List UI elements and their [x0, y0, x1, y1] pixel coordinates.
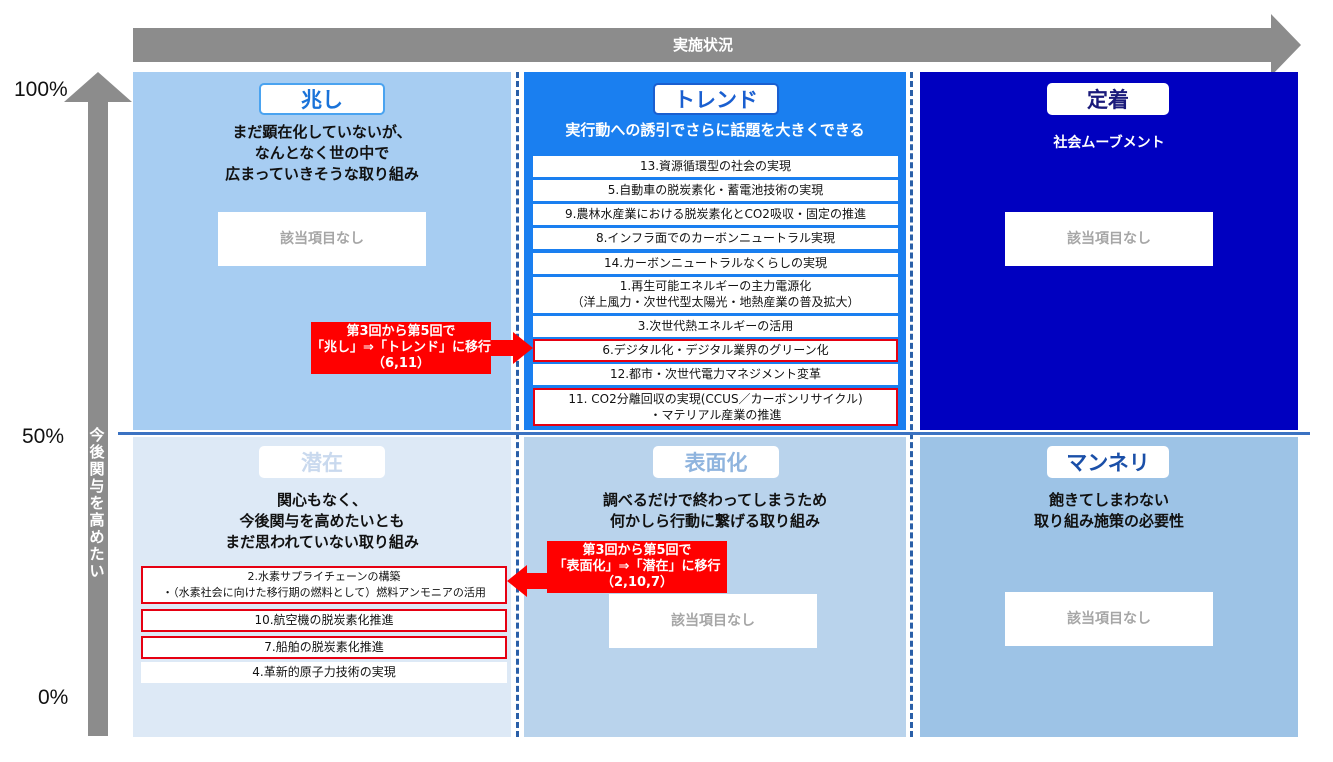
- desc-line: なんとなく世の中で: [254, 144, 390, 162]
- callout-line: 第3回から第5回で: [582, 543, 692, 558]
- right-arrow-icon: [491, 332, 533, 364]
- item-line: 11. CO2分離回収の実現(CCUS／カーボンリサイクル): [568, 392, 863, 406]
- list-item: 3.次世代熱エネルギーの活用: [533, 316, 898, 337]
- item-line: 1.再生可能エネルギーの主力電源化: [619, 279, 812, 293]
- engagement-axis-arrow: 今後関与を高めたい: [64, 72, 132, 736]
- list-item: 4.革新的原子力技術の実現: [141, 662, 507, 683]
- list-item: 14.カーボンニュートラルなくらしの実現: [533, 253, 898, 274]
- desc-line: 調べるだけで終わってしまうため: [602, 491, 828, 509]
- item-line: ・マテリアル産業の推進: [649, 408, 782, 422]
- desc-line: 取り組み施策の必要性: [1033, 512, 1184, 530]
- desc-line: まだ顕在化していないが、: [232, 123, 412, 141]
- callout-line: 「兆し」⇒「トレンド」に移行: [311, 340, 491, 355]
- quadrant-title-surfacing: 表面化: [653, 446, 779, 478]
- migration-callout-to-trend: 第3回から第5回で 「兆し」⇒「トレンド」に移行 （6,11）: [311, 322, 491, 374]
- list-item: 12.都市・次世代電力マネジメント変革: [533, 364, 898, 385]
- callout-line: 「表面化」⇒「潜在」に移行: [553, 559, 721, 574]
- axis-label-0: 0%: [38, 686, 69, 709]
- migration-callout-to-latent: 第3回から第5回で 「表面化」⇒「潜在」に移行 （2,10,7）: [547, 541, 727, 593]
- no-items-box: 該当項目なし: [1005, 592, 1213, 646]
- list-item: 13.資源循環型の社会の実現: [533, 156, 898, 177]
- divider-line: [910, 72, 913, 737]
- callout-line: （2,10,7）: [600, 575, 674, 590]
- list-item-highlighted: 11. CO2分離回収の実現(CCUS／カーボンリサイクル) ・マテリアル産業の…: [533, 388, 898, 426]
- quadrant-title-trend: トレンド: [653, 83, 779, 115]
- list-item-highlighted: 7.船舶の脱炭素化推進: [141, 636, 507, 659]
- quadrant-desc-signs: まだ顕在化していないが、 なんとなく世の中で 広まっていきそうな取り組み: [133, 122, 511, 185]
- quadrant-desc-trend: 実行動への誘引でさらに話題を大きくできる: [565, 121, 865, 139]
- list-item: 1.再生可能エネルギーの主力電源化 （洋上風力・次世代型太陽光・地熱産業の普及拡…: [533, 277, 898, 313]
- desc-line: 何かしら行動に繋げる取り組み: [609, 512, 820, 530]
- desc-line: 飽きてしまわない: [1048, 491, 1169, 509]
- item-line: ・（水素社会に向けた移行期の燃料として）燃料アンモニアの活用: [162, 586, 486, 599]
- quadrant-title-latent: 潜在: [259, 446, 385, 478]
- divider-line: [516, 72, 519, 737]
- axis-label-50: 50%: [22, 425, 65, 448]
- quadrant-desc-latent: 関心もなく、 今後関与を高めたいとも まだ思われていない取り組み: [133, 490, 511, 553]
- list-item-highlighted: 10.航空機の脱炭素化推進: [141, 609, 507, 632]
- quadrant-desc-mannerism: 飽きてしまわない 取り組み施策の必要性: [920, 490, 1298, 532]
- no-items-box: 該当項目なし: [1005, 212, 1213, 266]
- no-items-box: 該当項目なし: [609, 594, 817, 648]
- implementation-status-label: 実施状況: [672, 36, 733, 54]
- item-line: （洋上風力・次世代型太陽光・地熱産業の普及拡大）: [571, 295, 860, 309]
- callout-line: 第3回から第5回で: [346, 324, 456, 339]
- callout-line: （6,11）: [371, 356, 431, 371]
- axis-label-100: 100%: [14, 78, 68, 101]
- desc-line: まだ思われていない取り組み: [225, 533, 419, 551]
- list-item: 9.農林水産業における脱炭素化とCO2吸収・固定の推進: [533, 204, 898, 225]
- desc-line: 広まっていきそうな取り組み: [225, 165, 419, 183]
- item-line: 2.水素サプライチェーンの構築: [247, 570, 401, 583]
- list-item: 8.インフラ面でのカーボンニュートラル実現: [533, 228, 898, 249]
- list-item-highlighted: 6.デジタル化・デジタル業界のグリーン化: [533, 339, 898, 362]
- quadrant-desc-surfacing: 調べるだけで終わってしまうため 何かしら行動に繋げる取り組み: [524, 490, 906, 532]
- quadrant-mannerism: [920, 437, 1298, 737]
- engagement-axis-label: 今後関与を高めたい: [89, 426, 105, 580]
- fifty-percent-line: [118, 432, 1310, 435]
- desc-line: 今後関与を高めたいとも: [239, 512, 405, 530]
- quadrant-title-mannerism: マンネリ: [1047, 446, 1169, 478]
- quadrant-title-established: 定着: [1047, 83, 1169, 115]
- quadrant-title-signs: 兆し: [259, 83, 385, 115]
- desc-line: 関心もなく、: [276, 491, 367, 509]
- quadrant-desc-established: 社会ムーブメント: [1053, 135, 1165, 151]
- implementation-status-arrow: 実施状況: [133, 14, 1301, 76]
- list-item: 5.自動車の脱炭素化・蓄電池技術の実現: [533, 180, 898, 201]
- no-items-box: 該当項目なし: [218, 212, 426, 266]
- list-item-highlighted: 2.水素サプライチェーンの構築 ・（水素社会に向けた移行期の燃料として）燃料アン…: [141, 566, 507, 604]
- left-arrow-icon: [507, 565, 549, 597]
